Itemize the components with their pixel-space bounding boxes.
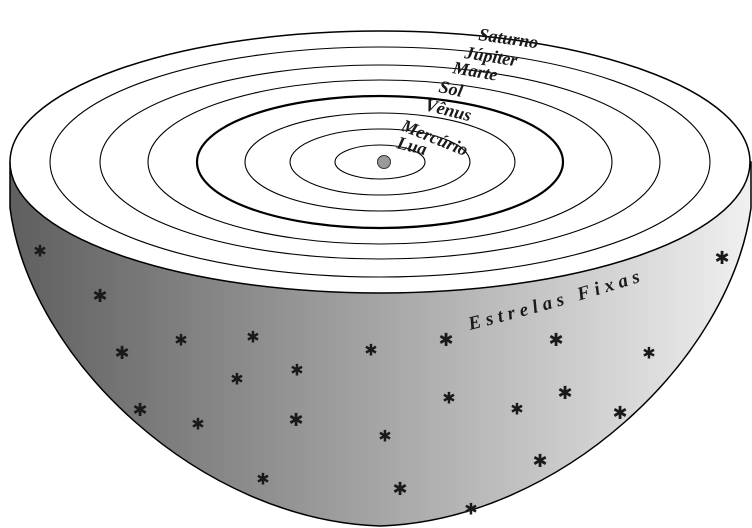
star-icon: ✱ [557, 383, 572, 404]
orbit-label-sol: Sol [437, 76, 465, 101]
orbit-ring-venus [244, 112, 516, 212]
star-icon: ✱ [442, 389, 455, 408]
star-icon: ✱ [288, 410, 303, 431]
star-icon: ✱ [438, 330, 453, 351]
star-icon: ✱ [92, 286, 107, 307]
star-icon: ✱ [612, 403, 627, 424]
star-icon: ✱ [246, 328, 259, 347]
star-icon: ✱ [33, 242, 46, 261]
star-icon: ✱ [290, 361, 303, 380]
star-icon: ✱ [464, 500, 477, 519]
orbit-ring-sol [195, 94, 565, 230]
star-icon: ✱ [532, 451, 547, 472]
star-icon: ✱ [378, 427, 391, 446]
orbit-ring-jupiter [99, 64, 661, 260]
orbit-ring-marte [147, 79, 613, 245]
star-icon: ✱ [548, 330, 563, 351]
star-icon: ✱ [510, 400, 523, 419]
orbit-ring-saturno [49, 46, 711, 278]
orbit-ring-lua [334, 144, 426, 180]
star-icon: ✱ [114, 343, 129, 364]
orbit-ring-mercurio [289, 128, 471, 196]
star-icon: ✱ [230, 370, 243, 389]
star-icon: ✱ [191, 415, 204, 434]
star-icon: ✱ [256, 470, 269, 489]
earth-center [377, 155, 391, 169]
star-icon: ✱ [174, 331, 187, 350]
star-icon: ✱ [132, 400, 147, 421]
star-icon: ✱ [364, 341, 377, 360]
star-icon: ✱ [642, 344, 655, 363]
star-icon: ✱ [392, 479, 407, 500]
star-icon: ✱ [714, 248, 729, 269]
fixed-stars: ✱ ✱ ✱ ✱ ✱ ✱ ✱ ✱ ✱ ✱ ✱ ✱ ✱ ✱ ✱ ✱ ✱ ✱ ✱ ✱ ✱ ✱ ✱ ✱ [33, 242, 729, 519]
